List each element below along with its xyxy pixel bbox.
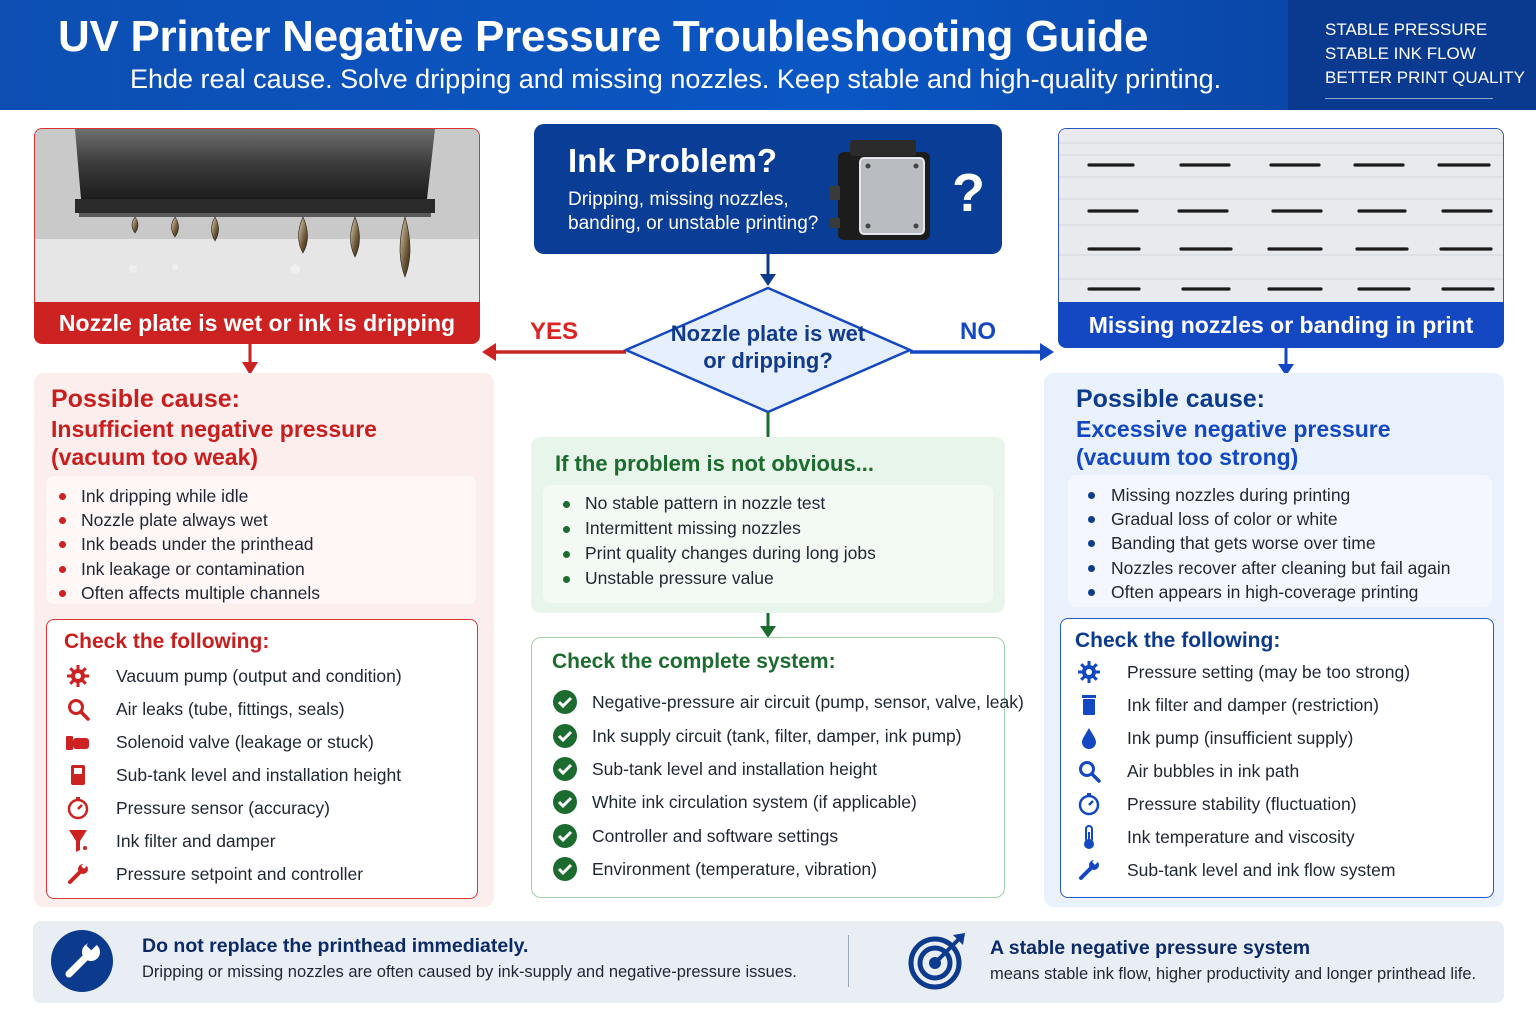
wrench-icon — [51, 930, 113, 992]
magnifier-icon — [1075, 757, 1103, 785]
check-row: Air bubbles in ink path — [1075, 756, 1299, 786]
left-cause-text: Insufficient negative pressure (vacuum t… — [51, 416, 377, 470]
not-obvious-list: No stable pattern in nozzle test Intermi… — [543, 485, 993, 603]
list-item: Often appears in high-coverage printing — [1068, 580, 1492, 604]
check-row: Sub-tank level and ink flow system — [1075, 855, 1395, 885]
list-item: Missing nozzles during printing — [1068, 483, 1492, 507]
gauge-icon — [1075, 790, 1103, 818]
footer-benefit-text: means stable ink flow, higher productivi… — [990, 965, 1477, 983]
filter-icon — [1075, 691, 1103, 719]
list-item: Print quality changes during long jobs — [543, 541, 993, 566]
header-banner: UV Printer Negative Pressure Troubleshoo… — [0, 0, 1536, 110]
thermometer-icon — [1075, 823, 1103, 851]
no-label: NO — [960, 318, 996, 345]
left-symptom-list: Ink dripping while idle Nozzle plate alw… — [46, 476, 476, 604]
right-check-heading: Check the following: — [1075, 629, 1281, 652]
left-checklist: Check the following: Vacuum pump (output… — [46, 619, 478, 899]
ink-problem-text: Dripping, missing nozzles, banding, or u… — [568, 189, 819, 234]
ink-problem-title: Ink Problem? — [568, 142, 778, 179]
left-check-heading: Check the following: — [64, 630, 270, 653]
check-row: Ink temperature and viscosity — [1075, 822, 1355, 852]
list-item: Unstable pressure value — [543, 566, 993, 591]
right-photo-caption: Missing nozzles or banding in print — [1058, 302, 1504, 348]
check-row: Pressure setpoint and controller — [64, 859, 363, 889]
header-badges: STABLE PRESSURE STABLE INK FLOW BETTER P… — [1288, 0, 1536, 110]
page-subtitle: Ehde real cause. Solve dripping and miss… — [130, 64, 1222, 94]
footer-benefit-title: A stable negative pressure system — [990, 937, 1311, 959]
right-cause-text: Excessive negative pressure (vacuum too … — [1076, 416, 1391, 470]
list-item: Ink dripping while idle — [46, 484, 476, 508]
checkmark-icon — [553, 757, 577, 781]
not-obvious-heading: If the problem is not obvious... — [555, 451, 875, 476]
footer-warning-title: Do not replace the printhead immediately… — [142, 935, 529, 957]
wrench-icon — [1075, 856, 1103, 884]
right-checklist: Check the following: Pressure setting (m… — [1060, 618, 1494, 898]
check-row: Ink filter and damper (restriction) — [1075, 690, 1379, 720]
badge-underline — [1325, 98, 1493, 99]
list-item: No stable pattern in nozzle test — [543, 491, 993, 516]
check-row: Sub-tank level and installation height — [552, 755, 877, 783]
dripping-printhead-photo — [34, 128, 480, 302]
check-row: Sub-tank level and installation height — [64, 760, 401, 790]
decision-question: Nozzle plate is wet or dripping? — [670, 321, 866, 373]
question-mark: ? — [952, 163, 985, 223]
list-item: Nozzle plate always wet — [46, 508, 476, 532]
checkmark-icon — [553, 690, 577, 714]
check-row: Pressure setting (may be too strong) — [1075, 657, 1410, 687]
valve-icon — [64, 728, 92, 756]
checkmark-icon — [553, 857, 577, 881]
checkmark-icon — [553, 724, 577, 748]
footer-banner: Do not replace the printhead immediately… — [33, 921, 1504, 1003]
list-item: Banding that gets worse over time — [1068, 531, 1492, 555]
check-row: Ink filter and damper — [64, 826, 276, 856]
tank-icon — [64, 761, 92, 789]
banding-print-sample-photo — [1058, 128, 1504, 302]
not-obvious-panel: If the problem is not obvious... No stab… — [531, 437, 1005, 613]
check-row: Pressure sensor (accuracy) — [64, 793, 330, 823]
filter-icon — [64, 827, 92, 855]
sub-tank-device-icon — [830, 140, 930, 240]
list-item: Often affects multiple channels — [46, 581, 476, 605]
check-row: Vacuum pump (output and condition) — [64, 661, 402, 691]
checkmark-icon — [553, 824, 577, 848]
badge-stable-ink-flow: STABLE INK FLOW — [1325, 44, 1476, 63]
footer-warning-text: Dripping or missing nozzles are often ca… — [142, 963, 797, 981]
badge-print-quality: BETTER PRINT QUALITY — [1325, 68, 1525, 87]
left-photo-caption: Nozzle plate is wet or ink is dripping — [34, 302, 480, 344]
drop-icon — [1075, 724, 1103, 752]
list-item: Intermittent missing nozzles — [543, 516, 993, 541]
list-item: Gradual loss of color or white — [1068, 507, 1492, 531]
gauge-icon — [64, 794, 92, 822]
list-item: Ink leakage or contamination — [46, 557, 476, 581]
footer-divider — [848, 935, 849, 987]
left-cause-heading: Possible cause: — [51, 385, 240, 413]
wrench-icon — [64, 860, 92, 888]
page-title: UV Printer Negative Pressure Troubleshoo… — [58, 12, 1149, 61]
check-row: Air leaks (tube, fittings, seals) — [64, 694, 345, 724]
right-symptom-list: Missing nozzles during printing Gradual … — [1068, 475, 1492, 607]
magnifier-icon — [64, 695, 92, 723]
yes-label: YES — [530, 318, 579, 345]
right-cause-heading: Possible cause: — [1076, 385, 1265, 413]
check-row: Controller and software settings — [552, 822, 838, 850]
check-row: White ink circulation system (if applica… — [552, 788, 917, 816]
check-row: Pressure stability (fluctuation) — [1075, 789, 1357, 819]
ink-problem-box: Ink Problem? Dripping, missing nozzles, … — [534, 124, 1002, 254]
check-row: Ink supply circuit (tank, filter, damper… — [552, 722, 962, 750]
checkmark-icon — [553, 790, 577, 814]
complete-heading: Check the complete system: — [552, 650, 836, 673]
check-row: Environment (temperature, vibration) — [552, 855, 877, 883]
list-item: Ink beads under the printhead — [46, 532, 476, 556]
check-row: Ink pump (insufficient supply) — [1075, 723, 1353, 753]
badge-stable-pressure: STABLE PRESSURE — [1325, 20, 1488, 39]
target-icon — [908, 933, 965, 990]
complete-system-panel: Check the complete system: Negative-pres… — [531, 637, 1024, 898]
check-row: Solenoid valve (leakage or stuck) — [64, 727, 374, 757]
gear-icon — [64, 662, 92, 690]
gear-icon — [1075, 658, 1103, 686]
list-item: Nozzles recover after cleaning but fail … — [1068, 556, 1492, 580]
check-row: Negative-pressure air circuit (pump, sen… — [552, 688, 1024, 716]
